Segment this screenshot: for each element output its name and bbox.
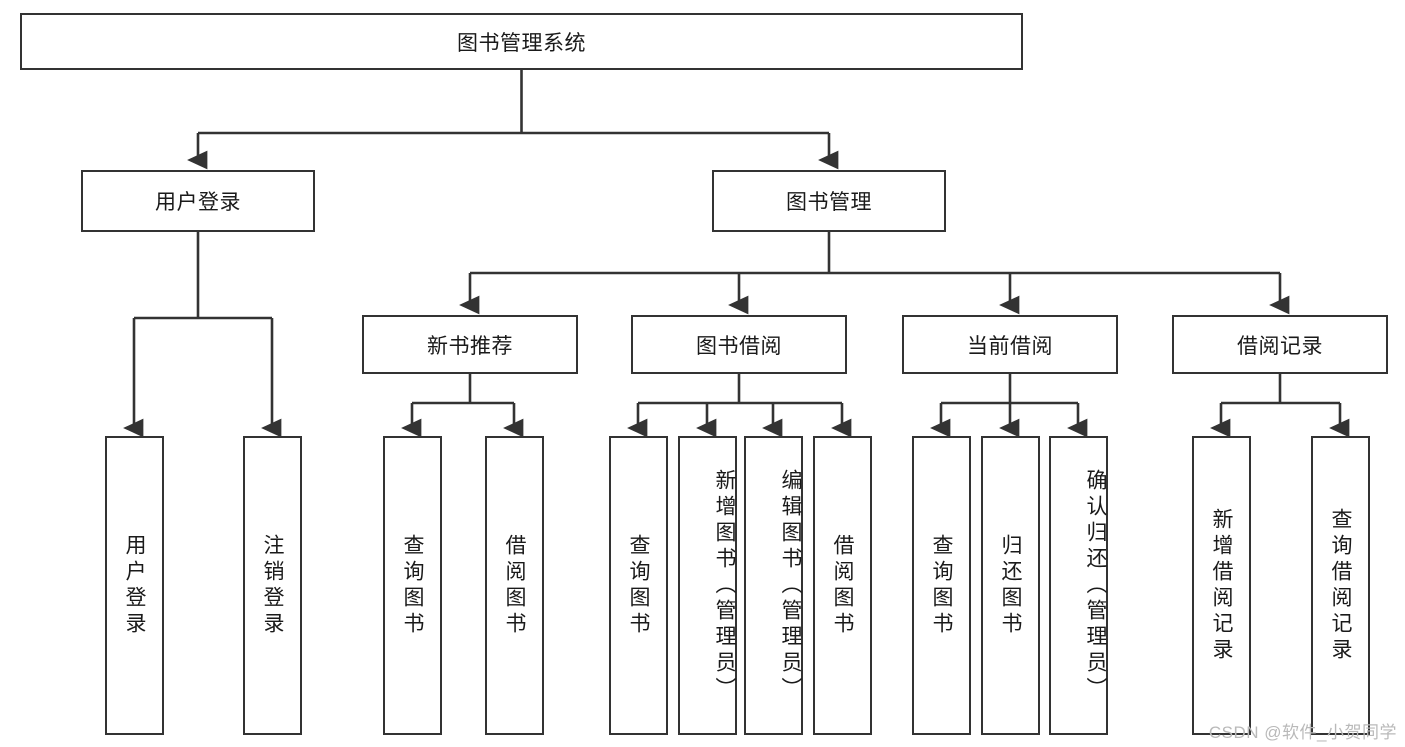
node-label: 编辑图书（管理员） — [779, 468, 802, 703]
leaf-query-book-current[interactable]: 查询图书 — [912, 436, 971, 735]
node-label: 注销登录 — [261, 533, 284, 638]
node-label: 借阅图书 — [503, 533, 526, 638]
leaf-query-borrow-record[interactable]: 查询借阅记录 — [1311, 436, 1370, 735]
leaf-add-book[interactable]: 新增图书（管理员） — [678, 436, 737, 735]
node-label: 图书借阅 — [696, 334, 782, 358]
node-label: 用户登录 — [155, 191, 241, 214]
leaf-logout[interactable]: 注销登录 — [243, 436, 302, 735]
node-label: 新增借阅记录 — [1210, 507, 1233, 664]
node-current-borrow[interactable]: 当前借阅 — [902, 315, 1118, 374]
node-label: 借阅图书 — [831, 533, 854, 638]
leaf-edit-book[interactable]: 编辑图书（管理员） — [744, 436, 803, 735]
node-label: 归还图书 — [999, 533, 1022, 638]
leaf-borrow-book[interactable]: 借阅图书 — [813, 436, 872, 735]
node-label: 确认归还（管理员） — [1084, 468, 1107, 703]
node-label: 新书推荐 — [427, 334, 513, 358]
node-user-login[interactable]: 用户登录 — [81, 170, 315, 232]
node-label: 查询图书 — [930, 533, 953, 638]
leaf-add-borrow-record[interactable]: 新增借阅记录 — [1192, 436, 1251, 735]
leaf-return-book[interactable]: 归还图书 — [981, 436, 1040, 735]
node-new-book-recommend[interactable]: 新书推荐 — [362, 315, 578, 374]
leaf-borrow-book-recommend[interactable]: 借阅图书 — [485, 436, 544, 735]
node-label: 查询借阅记录 — [1329, 507, 1352, 664]
node-borrow-record[interactable]: 借阅记录 — [1172, 315, 1388, 374]
leaf-confirm-return[interactable]: 确认归还（管理员） — [1049, 436, 1108, 735]
leaf-user-login[interactable]: 用户登录 — [105, 436, 164, 735]
node-label: 图书管理系统 — [457, 31, 586, 55]
node-book-borrow[interactable]: 图书借阅 — [631, 315, 847, 374]
node-label: 用户登录 — [123, 533, 146, 638]
node-label: 新增图书（管理员） — [713, 468, 736, 703]
node-label: 查询图书 — [401, 533, 424, 638]
node-label: 当前借阅 — [967, 334, 1053, 358]
leaf-query-book-recommend[interactable]: 查询图书 — [383, 436, 442, 735]
node-book-management[interactable]: 图书管理 — [712, 170, 946, 232]
watermark-text: CSDN @软件_小贺同学 — [1208, 723, 1397, 742]
node-label: 图书管理 — [786, 191, 872, 214]
node-label: 查询图书 — [627, 533, 650, 638]
node-label: 借阅记录 — [1237, 334, 1323, 358]
node-root-system[interactable]: 图书管理系统 — [20, 13, 1023, 70]
leaf-query-book-borrow[interactable]: 查询图书 — [609, 436, 668, 735]
